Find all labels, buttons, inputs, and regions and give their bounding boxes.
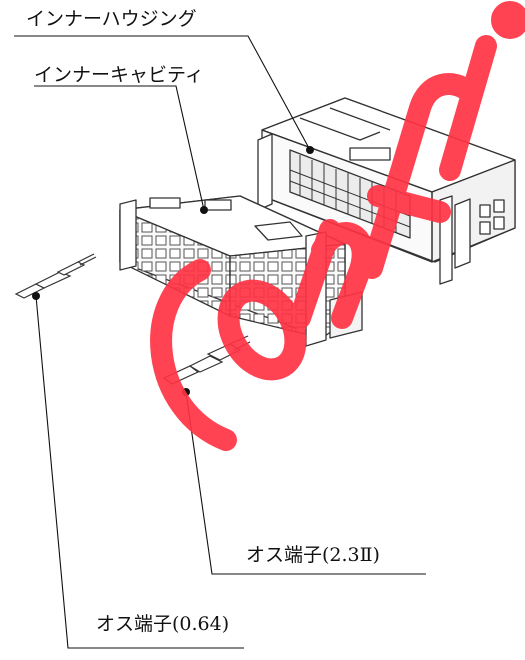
male-terminal-064-drawing — [14, 253, 97, 299]
label-inner-cavity: インナーキャビティ — [34, 64, 204, 86]
label-male-terminal-0-64: オス端子(0.64) — [96, 613, 230, 635]
male-terminal-23-drawing — [162, 335, 251, 385]
label-inner-housing: インナーハウジング — [26, 8, 197, 30]
label-male-terminal-2-3: オス端子(2.3Ⅱ) — [246, 544, 380, 566]
leader-lines — [14, 35, 426, 649]
